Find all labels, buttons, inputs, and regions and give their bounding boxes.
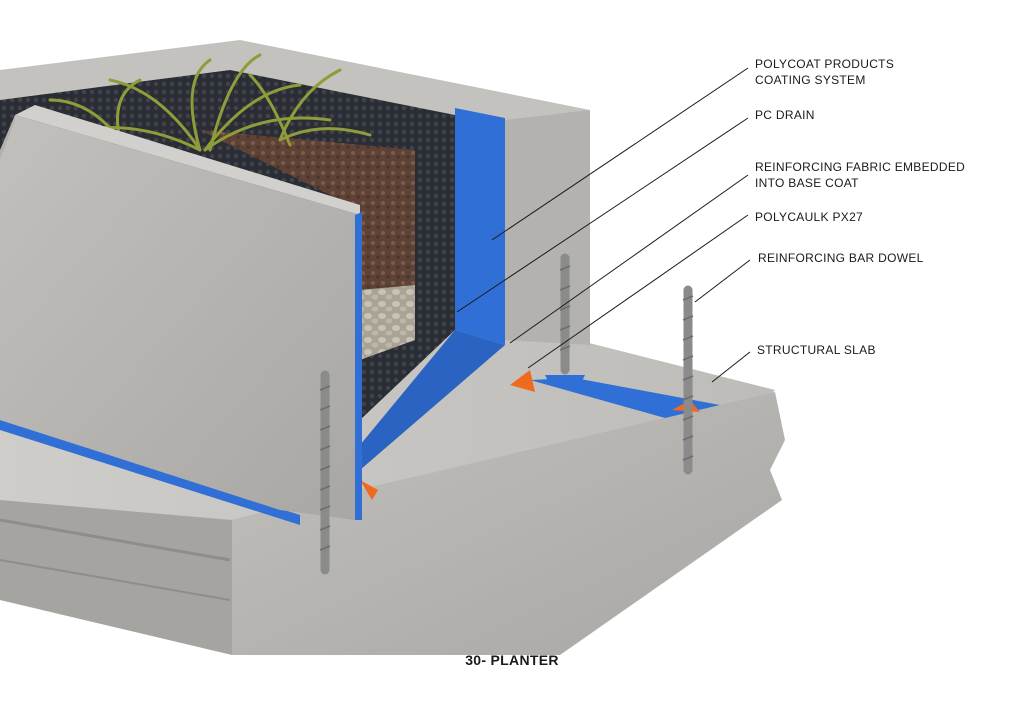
planter-front-wall: [0, 105, 362, 520]
callout-rebar-line-1: REINFORCING BAR DOWEL: [758, 251, 924, 265]
callout-reinforcing-bar-dowel: REINFORCING BAR DOWEL: [758, 250, 924, 266]
dowel-base-collar: [545, 375, 585, 385]
callout-polycoat-coating-system: POLYCOAT PRODUCTS COATING SYSTEM: [755, 56, 894, 88]
callout-polycoat-line-1: POLYCOAT PRODUCTS: [755, 57, 895, 71]
callout-reinforcing-fabric-line-2: INTO BASE COAT: [755, 176, 859, 190]
polycoat-membrane: [0, 108, 720, 525]
callout-polycoat-line-2: COATING SYSTEM: [755, 73, 866, 87]
callout-pc-drain-line-1: PC DRAIN: [755, 108, 815, 122]
callout-leaders: [456, 67, 751, 383]
callout-structural-slab: STRUCTURAL SLAB: [757, 342, 876, 358]
diagram-caption: 30- PLANTER: [465, 652, 559, 668]
callout-reinforcing-fabric-line-1: REINFORCING FABRIC EMBEDDED: [755, 160, 966, 174]
rebar-threads: [319, 265, 694, 551]
callout-polycaulk-line-1: POLYCAULK PX27: [755, 210, 864, 224]
callout-polycaulk-px27: POLYCAULK PX27: [755, 209, 863, 225]
callout-pc-drain: PC DRAIN: [755, 107, 815, 123]
callout-structural-slab-line-1: STRUCTURAL SLAB: [757, 343, 876, 357]
callout-reinforcing-fabric: REINFORCING FABRIC EMBEDDED INTO BASE CO…: [755, 159, 965, 191]
